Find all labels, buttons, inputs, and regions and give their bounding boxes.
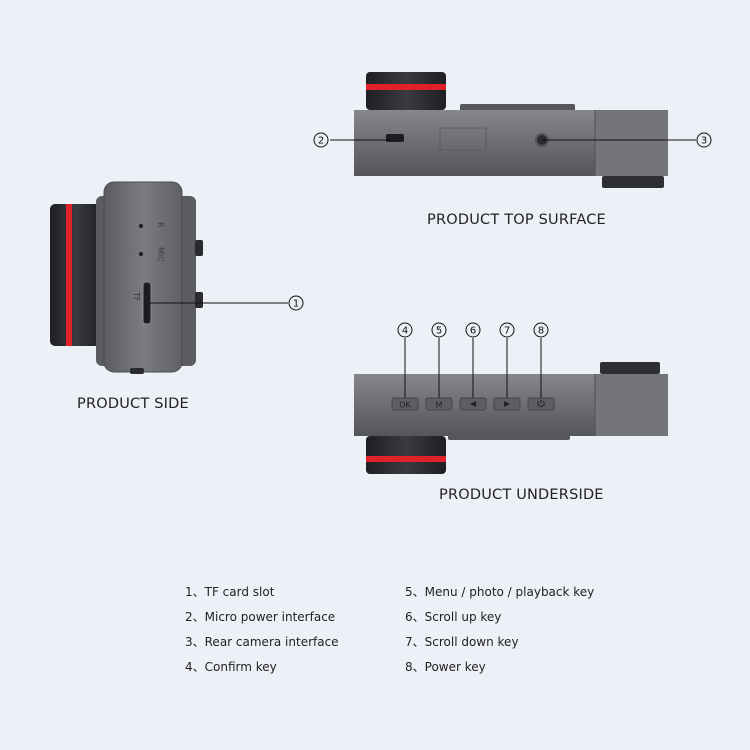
callout-5: 5 bbox=[431, 322, 447, 338]
legend-item-7: 7、Scroll down key bbox=[405, 635, 519, 649]
caption-underside: PRODUCT UNDERSIDE bbox=[439, 487, 604, 503]
lens-barrel-top bbox=[366, 72, 446, 110]
callout-8: 8 bbox=[533, 322, 549, 338]
menu-key: M bbox=[425, 397, 453, 411]
body-right-panel-top bbox=[595, 110, 668, 176]
legend-item-6: 6、Scroll up key bbox=[405, 610, 502, 624]
mount-foot-top bbox=[602, 176, 664, 188]
svg-text:3: 3 bbox=[701, 136, 707, 147]
svg-text:8: 8 bbox=[538, 326, 544, 337]
micro-usb-port bbox=[386, 134, 404, 142]
legend-item-8: 8、Power key bbox=[405, 660, 486, 674]
lens-red-ring-top bbox=[366, 84, 446, 90]
lens-barrel-under bbox=[366, 436, 446, 474]
callout-6: 6 bbox=[465, 322, 481, 338]
label-mic: MIC bbox=[156, 247, 165, 262]
underside-view: OK M 4 5 bbox=[354, 322, 668, 474]
scroll-up-key bbox=[459, 397, 487, 411]
scroll-down-key bbox=[493, 397, 521, 411]
svg-text:1: 1 bbox=[293, 299, 299, 310]
power-icon bbox=[537, 400, 545, 408]
callout-1: 1 bbox=[288, 295, 304, 311]
svg-text:6: 6 bbox=[470, 326, 476, 337]
side-view: R MIC TF 1 bbox=[50, 181, 304, 374]
svg-text:2: 2 bbox=[318, 136, 324, 147]
caption-side: PRODUCT SIDE bbox=[77, 396, 189, 412]
tf-card-slot bbox=[142, 281, 152, 325]
lens-red-ring-side bbox=[66, 204, 72, 346]
mic-hole bbox=[139, 252, 143, 256]
legend-item-1: 1、TF card slot bbox=[185, 585, 275, 599]
svg-text:4: 4 bbox=[402, 326, 408, 337]
scroll-up-icon bbox=[470, 401, 476, 407]
power-key bbox=[527, 397, 555, 411]
label-tf: TF bbox=[132, 291, 141, 302]
legend-item-5: 5、Menu / photo / playback key bbox=[405, 585, 595, 599]
top-panel-outline bbox=[439, 127, 487, 151]
callout-4: 4 bbox=[397, 322, 413, 338]
top-surface-view: 2 3 bbox=[313, 72, 712, 188]
legend-item-3: 3、Rear camera interface bbox=[185, 635, 339, 649]
scroll-down-icon bbox=[504, 401, 510, 407]
callout-3: 3 bbox=[696, 132, 712, 148]
legend-item-4: 4、Confirm key bbox=[185, 660, 277, 674]
mount-foot-under bbox=[600, 362, 660, 374]
caption-top-surface: PRODUCT TOP SURFACE bbox=[427, 212, 606, 228]
svg-text:7: 7 bbox=[504, 326, 510, 337]
menu-icon: M bbox=[436, 401, 443, 410]
svg-text:5: 5 bbox=[436, 326, 442, 337]
callout-2: 2 bbox=[313, 132, 329, 148]
label-r: R bbox=[156, 222, 165, 228]
callout-7: 7 bbox=[499, 322, 515, 338]
legend-item-2: 2、Micro power interface bbox=[185, 610, 336, 624]
confirm-key: OK bbox=[391, 397, 419, 411]
device-body-side bbox=[103, 181, 183, 373]
confirm-icon: OK bbox=[399, 401, 411, 410]
reset-hole bbox=[139, 224, 143, 228]
lens-red-ring-under bbox=[366, 456, 446, 462]
lens-barrel-side bbox=[50, 204, 102, 346]
